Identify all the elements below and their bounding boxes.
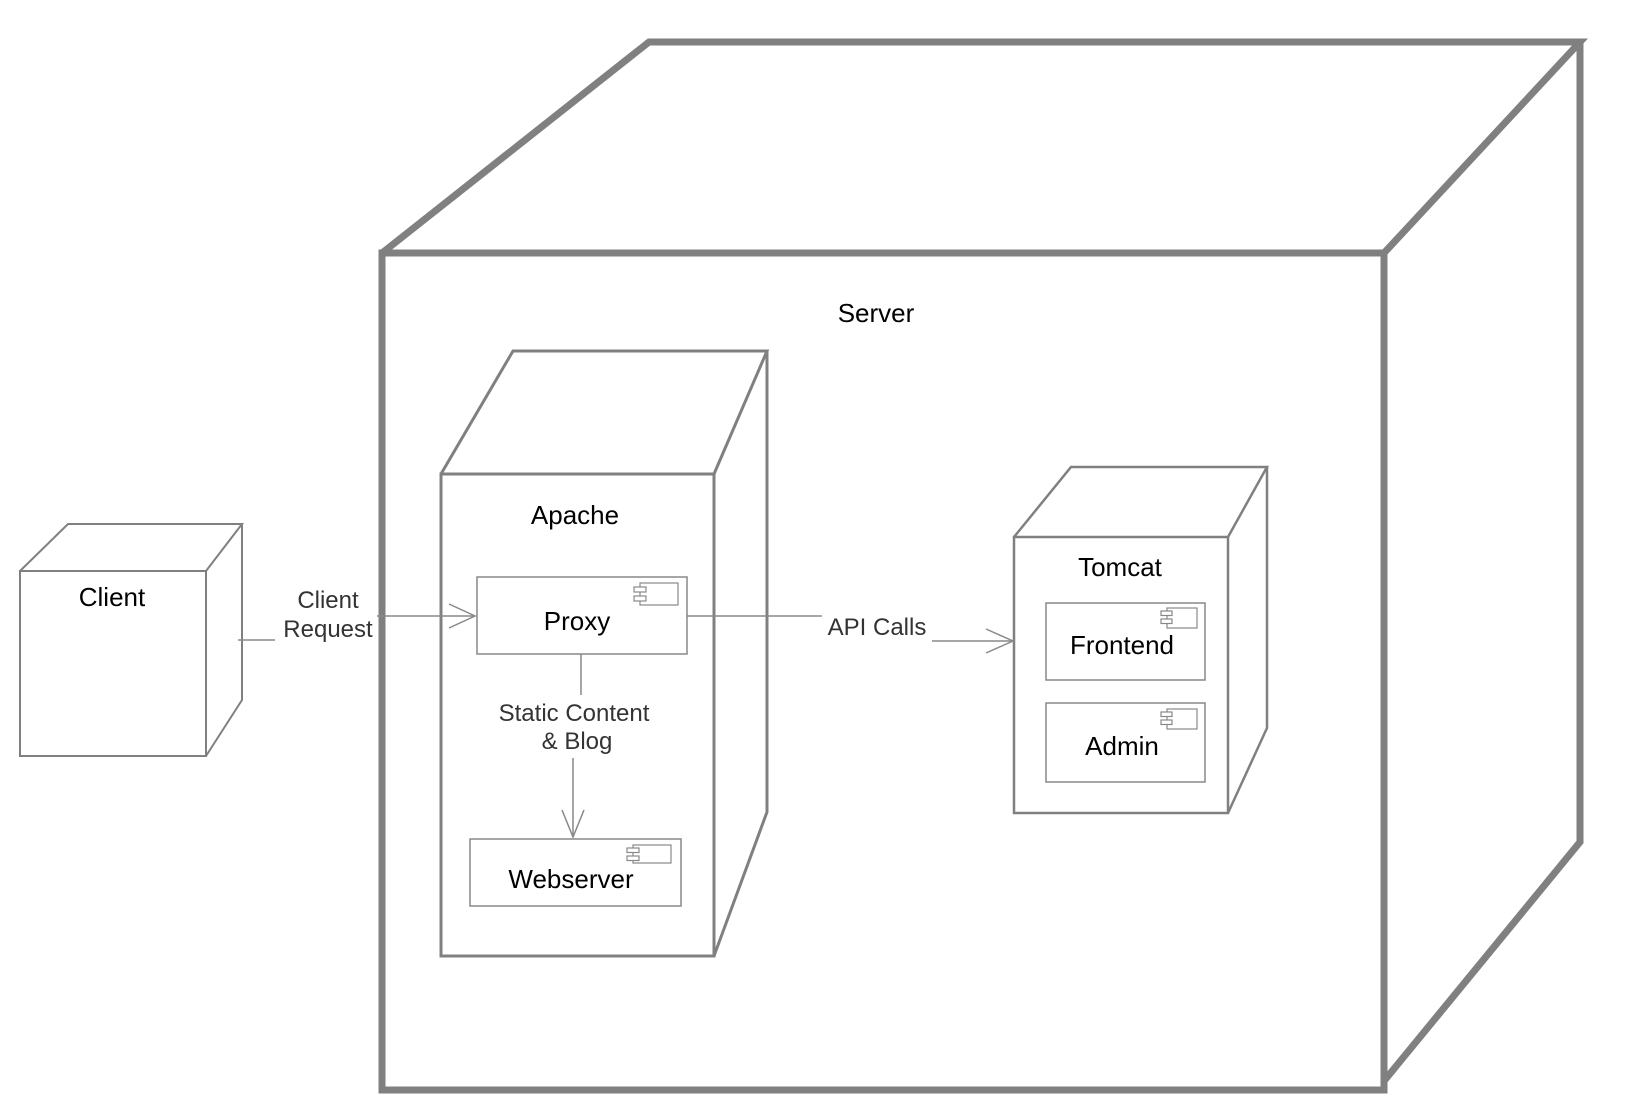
tomcat-node-front-face bbox=[1012, 535, 1230, 815]
proxy-label: Proxy bbox=[544, 606, 610, 636]
apache-node-label: Apache bbox=[531, 500, 619, 530]
proxy-component[interactable]: Proxy bbox=[476, 576, 688, 655]
client-node-top-face bbox=[19, 523, 245, 572]
static-content-label-line2: & Blog bbox=[542, 728, 613, 755]
admin-label: Admin bbox=[1085, 731, 1159, 761]
client-node-label: Client bbox=[79, 582, 146, 612]
client-request-label-line2: Request bbox=[283, 616, 373, 643]
webserver-label: Webserver bbox=[508, 864, 634, 894]
component-icon bbox=[1160, 607, 1198, 629]
static-content-line bbox=[572, 654, 582, 837]
apache-node-side-face bbox=[712, 351, 769, 957]
client-node[interactable]: Client bbox=[19, 523, 245, 757]
server-node[interactable]: Server bbox=[378, 38, 1589, 1094]
api-calls-arrowhead bbox=[985, 628, 1015, 654]
webserver-component[interactable]: Webserver bbox=[469, 838, 682, 907]
client-request-edge[interactable]: Client Request bbox=[238, 587, 477, 643]
client-request-arrowhead bbox=[448, 603, 477, 629]
apache-node-top-face bbox=[439, 349, 770, 475]
api-calls-label: API Calls bbox=[828, 614, 927, 641]
tomcat-node-top-face bbox=[1013, 465, 1270, 538]
server-node-front-face bbox=[378, 249, 1388, 1094]
apache-node-front-face bbox=[439, 472, 716, 958]
static-content-edge[interactable]: Static Content & Blog bbox=[499, 654, 650, 839]
static-content-arrowhead bbox=[561, 809, 585, 839]
frontend-component[interactable]: Frontend bbox=[1045, 602, 1206, 681]
server-node-top-face bbox=[379, 38, 1589, 256]
component-icon bbox=[633, 582, 679, 606]
frontend-label: Frontend bbox=[1070, 630, 1174, 660]
client-node-front-face bbox=[19, 570, 207, 757]
tomcat-node-label: Tomcat bbox=[1078, 552, 1163, 582]
server-node-label: Server bbox=[838, 298, 915, 328]
client-node-side-face bbox=[205, 524, 243, 757]
component-icon bbox=[626, 844, 672, 864]
tomcat-node[interactable]: Tomcat bbox=[1012, 465, 1270, 815]
api-calls-line bbox=[687, 615, 1013, 642]
client-request-line bbox=[238, 615, 475, 641]
tomcat-node-side-face bbox=[1226, 467, 1269, 814]
admin-component[interactable]: Admin bbox=[1045, 702, 1206, 783]
apache-node[interactable]: Apache bbox=[439, 349, 770, 958]
static-content-label-line1: Static Content bbox=[499, 700, 650, 727]
client-request-label-line1: Client bbox=[297, 587, 359, 614]
component-icon bbox=[1160, 708, 1198, 730]
api-calls-edge[interactable]: API Calls bbox=[687, 614, 1015, 654]
server-node-side-face bbox=[1381, 42, 1584, 1084]
